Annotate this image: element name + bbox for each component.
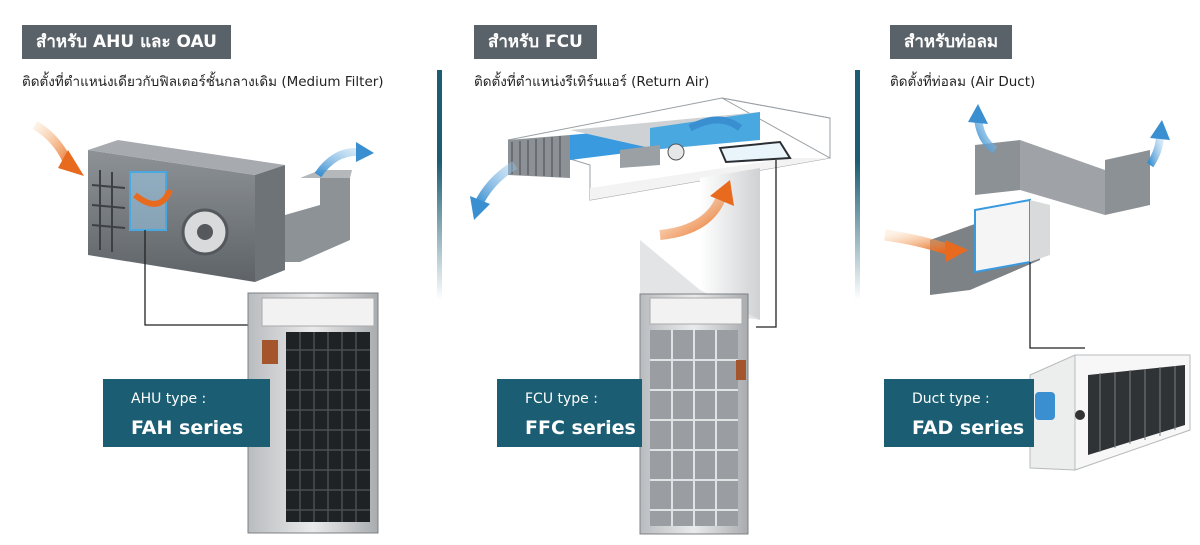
- fcu-type-label: FCU type :: [525, 391, 598, 407]
- ahu-subtitle: ติดตั้งที่ตำแหน่งเดียวกับฟิลเตอร์ชั้นกลา…: [22, 74, 384, 90]
- ahu-type-label: AHU type :: [131, 391, 207, 407]
- ahu-series-label: FAH series: [131, 417, 244, 439]
- ahu-type-box: AHU type : FAH series: [103, 379, 270, 447]
- fah-filter-device: [247, 292, 379, 534]
- fcu-ceiling-illustration: [470, 97, 831, 328]
- fad-filter-device: [1029, 354, 1191, 471]
- fcu-type-box: FCU type : FFC series: [497, 379, 642, 447]
- duct-type-box: Duct type : FAD series: [884, 379, 1034, 447]
- duct-type-label: Duct type :: [912, 391, 990, 407]
- fcu-subtitle: ติดตั้งที่ตำแหน่งรีเทิร์นแอร์ (Return Ai…: [474, 74, 710, 90]
- fcu-series-label: FFC series: [525, 417, 636, 439]
- ahu-unit-illustration: [32, 121, 374, 326]
- section-divider-1: [437, 70, 442, 300]
- air-duct-illustration: [884, 104, 1170, 349]
- duct-header: สำหรับท่อลม: [890, 25, 1013, 59]
- duct-subtitle: ติดตั้งที่ท่อลม (Air Duct): [890, 74, 1036, 90]
- fcu-header: สำหรับ FCU: [474, 25, 597, 59]
- section-divider-2: [855, 70, 860, 300]
- ffc-filter-device: [639, 293, 749, 535]
- ahu-header: สำหรับ AHU และ OAU: [22, 25, 231, 59]
- duct-series-label: FAD series: [912, 417, 1025, 439]
